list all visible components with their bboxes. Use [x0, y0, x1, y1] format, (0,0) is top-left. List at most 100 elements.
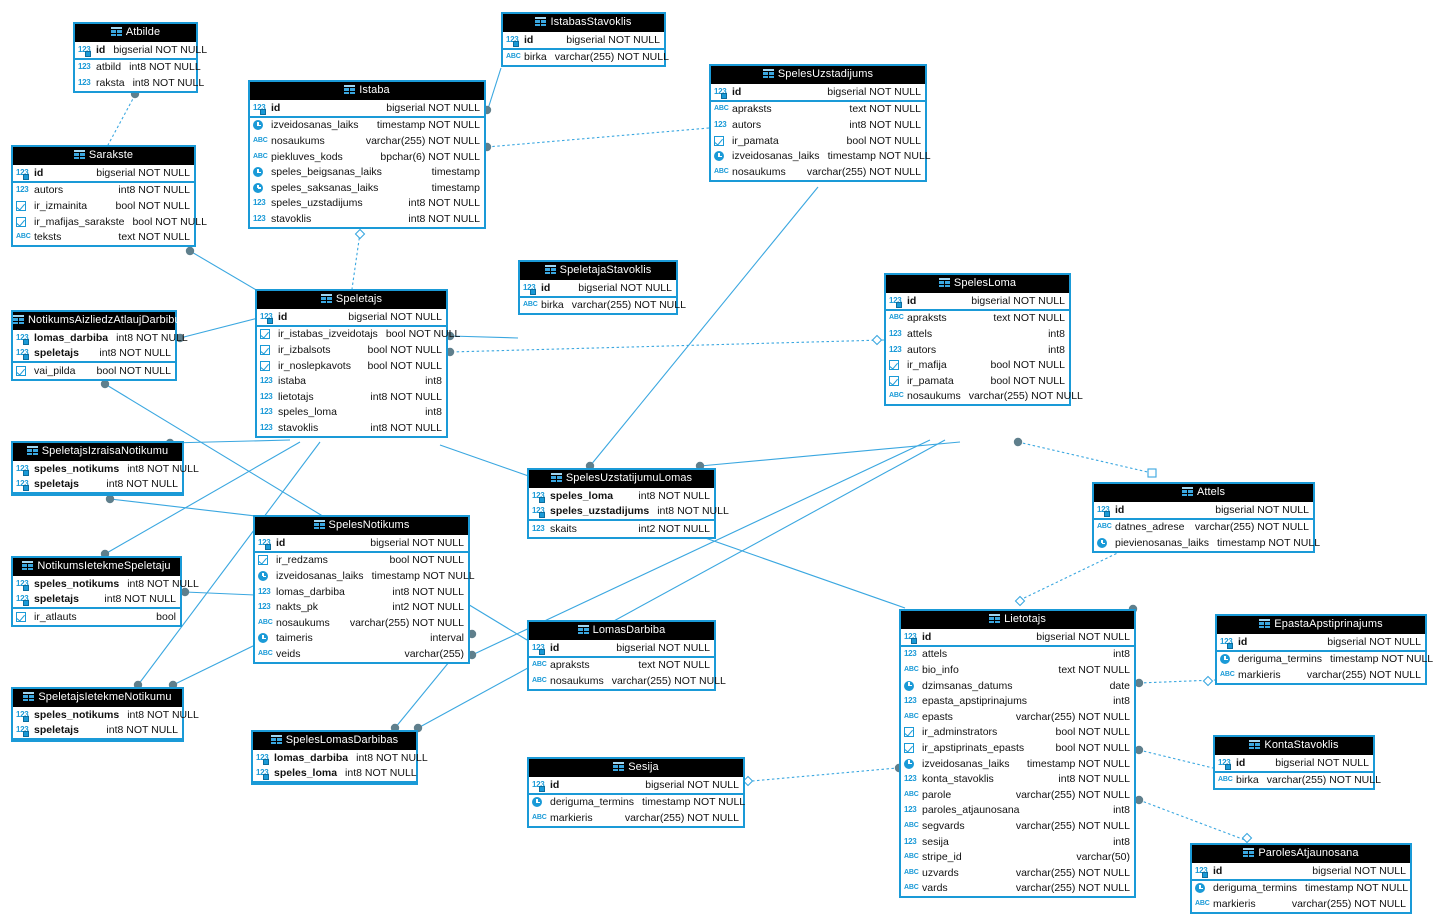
table-header[interactable]: SpeletajsIetekmeNotikumu — [13, 689, 182, 707]
table-header[interactable]: NotikumsIetekmeSpeletaju — [13, 558, 180, 576]
table-header[interactable]: IstabasStavoklis — [503, 14, 664, 32]
table-header[interactable]: SpelesNotikums — [255, 517, 468, 535]
table-header[interactable]: SpelesUzstadijums — [711, 66, 925, 84]
table-header[interactable]: Lietotajs — [901, 611, 1134, 629]
table-header[interactable]: Speletajs — [257, 291, 446, 309]
table-header[interactable]: Sarakste — [13, 147, 194, 165]
table-header[interactable]: Istaba — [250, 82, 484, 100]
table-header[interactable]: KontaStavoklis — [1215, 737, 1373, 755]
table-header[interactable]: SpelesLoma — [886, 275, 1069, 293]
table-header[interactable]: SpeletajaStavoklis — [520, 262, 676, 280]
table-header[interactable]: SpelesUzstatijumuLomas — [529, 470, 714, 488]
table-header[interactable]: Sesija — [529, 759, 743, 777]
table-header[interactable]: Attels — [1094, 484, 1313, 502]
table-header[interactable]: NotikumsAizliedzAtlaujDarbibu — [13, 312, 181, 330]
table-header[interactable]: EpastaApstiprinajums — [1217, 616, 1425, 634]
table-header[interactable]: Atbilde — [75, 24, 196, 42]
table-header[interactable]: SpelesLomasDarbibas — [253, 732, 416, 750]
table-header[interactable]: ParolesAtjaunosana — [1192, 845, 1410, 863]
